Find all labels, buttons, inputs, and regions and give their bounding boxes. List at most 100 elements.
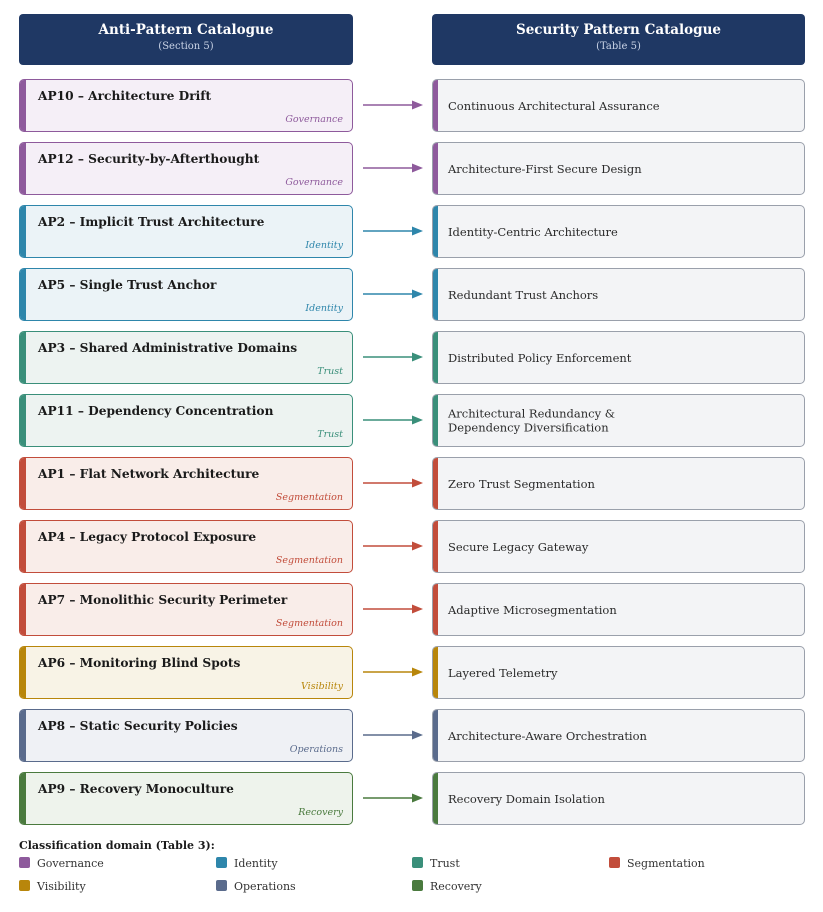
domain-color-bar xyxy=(433,647,438,698)
legend-label: Recovery xyxy=(430,880,482,893)
anti-pattern-title: AP11 – Dependency Concentration xyxy=(38,404,274,418)
domain-color-bar xyxy=(433,773,438,824)
security-pattern-title: Distributed Policy Enforcement xyxy=(448,350,632,365)
domain-color-bar xyxy=(433,710,438,761)
legend-swatch xyxy=(19,857,30,868)
anti-pattern-title: AP2 – Implicit Trust Architecture xyxy=(38,215,265,229)
security-pattern-title: Architecture-Aware Orchestration xyxy=(448,728,647,743)
security-pattern-box: Continuous Architectural Assurance xyxy=(432,79,805,132)
security-pattern-title: Architectural Redundancy & Dependency Di… xyxy=(448,406,616,435)
legend-swatch xyxy=(412,880,423,891)
security-pattern-box: Distributed Policy Enforcement xyxy=(432,331,805,384)
domain-color-bar xyxy=(433,269,438,320)
anti-pattern-title: AP5 – Single Trust Anchor xyxy=(38,278,217,292)
security-pattern-box: Architecture-First Secure Design xyxy=(432,142,805,195)
anti-pattern-title: AP9 – Recovery Monoculture xyxy=(38,782,234,796)
security-pattern-box: Architectural Redundancy & Dependency Di… xyxy=(432,394,805,447)
domain-color-bar xyxy=(20,710,26,761)
domain-color-bar xyxy=(20,143,26,194)
legend-item: Identity xyxy=(216,857,278,870)
domain-color-bar xyxy=(433,332,438,383)
domain-color-bar xyxy=(20,206,26,257)
anti-pattern-header-subtitle: (Section 5) xyxy=(158,41,214,52)
security-pattern-box: Adaptive Microsegmentation xyxy=(432,583,805,636)
anti-pattern-domain: Segmentation xyxy=(275,618,343,629)
mapping-arrow-icon xyxy=(363,163,423,173)
legend-label: Governance xyxy=(37,857,104,870)
security-pattern-title: Architecture-First Secure Design xyxy=(448,161,642,176)
anti-pattern-domain: Identity xyxy=(305,303,343,314)
legend-swatch xyxy=(216,880,227,891)
mapping-arrow-icon xyxy=(363,604,423,614)
legend-title: Classification domain (Table 3): xyxy=(19,839,215,852)
mapping-arrow-icon xyxy=(363,352,423,362)
domain-color-bar xyxy=(20,773,26,824)
domain-color-bar xyxy=(20,395,26,446)
anti-pattern-title: AP4 – Legacy Protocol Exposure xyxy=(38,530,257,544)
anti-pattern-domain: Segmentation xyxy=(275,555,343,566)
legend-label: Identity xyxy=(234,857,278,870)
security-pattern-box: Layered Telemetry xyxy=(432,646,805,699)
domain-color-bar xyxy=(433,80,438,131)
domain-color-bar xyxy=(20,269,26,320)
anti-pattern-domain: Trust xyxy=(317,429,343,440)
mapping-arrow-icon xyxy=(363,541,423,551)
security-pattern-box: Redundant Trust Anchors xyxy=(432,268,805,321)
domain-color-bar xyxy=(20,584,26,635)
mapping-arrow-icon xyxy=(363,793,423,803)
legend-label: Operations xyxy=(234,880,296,893)
legend-swatch xyxy=(216,857,227,868)
legend-swatch xyxy=(19,880,30,891)
security-pattern-box: Secure Legacy Gateway xyxy=(432,520,805,573)
mapping-arrow-icon xyxy=(363,415,423,425)
security-pattern-box: Recovery Domain Isolation xyxy=(432,772,805,825)
legend-item: Trust xyxy=(412,857,460,870)
domain-color-bar xyxy=(20,80,26,131)
mapping-arrow-icon xyxy=(363,226,423,236)
anti-pattern-title: AP8 – Static Security Policies xyxy=(38,719,238,733)
security-pattern-title: Redundant Trust Anchors xyxy=(448,287,599,302)
domain-color-bar xyxy=(20,647,26,698)
domain-color-bar xyxy=(433,458,438,509)
domain-color-bar xyxy=(433,206,438,257)
legend-label: Segmentation xyxy=(627,857,705,870)
security-pattern-header-title: Security Pattern Catalogue xyxy=(515,22,722,38)
security-pattern-header: Security Pattern Catalogue (Table 5) xyxy=(432,14,805,65)
anti-pattern-title: AP1 – Flat Network Architecture xyxy=(38,467,260,481)
anti-pattern-domain: Governance xyxy=(285,177,343,188)
security-pattern-title: Zero Trust Segmentation xyxy=(448,476,595,491)
anti-pattern-header-title: Anti-Pattern Catalogue xyxy=(98,22,274,38)
mapping-arrow-icon xyxy=(363,667,423,677)
anti-pattern-title: AP7 – Monolithic Security Perimeter xyxy=(38,593,288,607)
legend-item: Visibility xyxy=(19,880,86,893)
legend-item: Recovery xyxy=(412,880,482,893)
security-pattern-title: Adaptive Microsegmentation xyxy=(448,602,617,617)
legend-item: Governance xyxy=(19,857,104,870)
domain-color-bar xyxy=(433,521,438,572)
security-pattern-title: Secure Legacy Gateway xyxy=(448,539,589,554)
mapping-arrow-icon xyxy=(363,730,423,740)
domain-color-bar xyxy=(20,332,26,383)
anti-pattern-domain: Identity xyxy=(305,240,343,251)
security-pattern-title: Recovery Domain Isolation xyxy=(448,791,605,806)
security-pattern-title: Continuous Architectural Assurance xyxy=(448,98,660,113)
